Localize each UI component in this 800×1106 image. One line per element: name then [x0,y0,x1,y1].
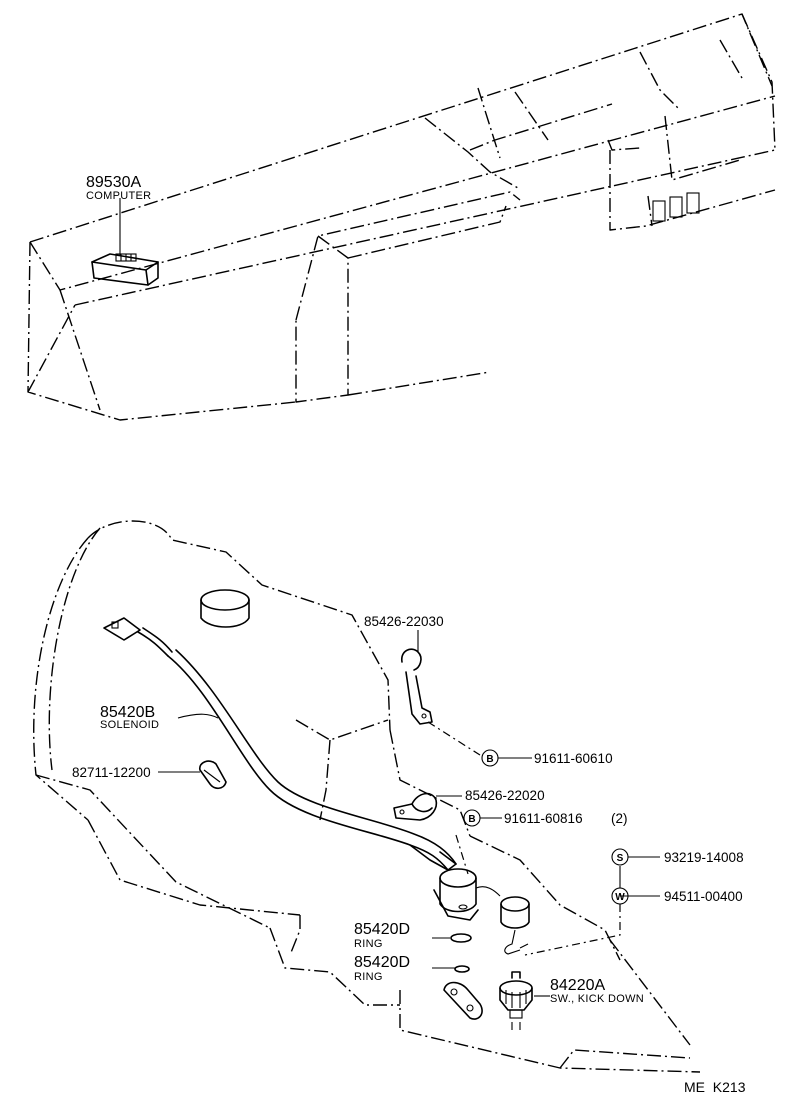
solenoid-part-number: 85420B [100,704,155,721]
bracket-upper-part-number: 85426-22030 [364,614,444,629]
bolt-lower-part-number: 91611-60816 [504,811,583,826]
dashboard-outline [27,13,776,421]
bracket-lower-part-number: 85426-22020 [465,788,545,803]
svg-text:B: B [468,814,475,825]
screw-marker: S [611,848,629,866]
svg-text:S: S [617,853,624,864]
ring-lower-part-number: 85420D [354,954,410,971]
bracket-upper-icon [401,630,433,725]
gasket-plate-icon [443,981,483,1020]
computer-part-name: COMPUTER [86,190,151,202]
kickdown-connector-icon [500,896,530,955]
ring-upper-part-number: 85420D [354,921,410,938]
ring-lower-part-name: RING [354,971,383,983]
svg-text:W: W [615,892,625,903]
solenoid-body-icon [433,868,501,921]
computer-part-number: 89530A [86,174,141,191]
bolt-upper-part-number: 91611-60610 [534,751,613,766]
kickdown-switch-icon [499,971,533,1030]
clamp-icon [199,760,227,790]
washer-marker: W [611,887,629,905]
leader-lines [158,713,660,997]
ring-lower-icon [454,965,470,973]
clamp-part-number: 82711-12200 [72,765,151,780]
transmission-outline [33,520,701,1073]
bolt-lower-quantity: (2) [611,811,628,826]
diagram-code: ME K213 [684,1079,746,1095]
svg-text:B: B [486,754,493,765]
ring-upper-icon [450,933,472,943]
kickdown-switch-part-name: SW., KICK DOWN [550,993,644,1005]
ring-upper-part-name: RING [354,938,383,950]
bracket-lower-icon [393,792,438,821]
screw-part-number: 93219-14008 [664,850,744,865]
solenoid-part-name: SOLENOID [100,719,159,731]
bolt-lower-marker: B [463,809,481,827]
kickdown-switch-part-number: 84220A [550,977,605,994]
bolt-upper-marker: B [481,749,499,767]
solenoid-harness [103,617,457,871]
washer-part-number: 94511-00400 [664,889,743,904]
computer-unit-icon [91,198,159,286]
